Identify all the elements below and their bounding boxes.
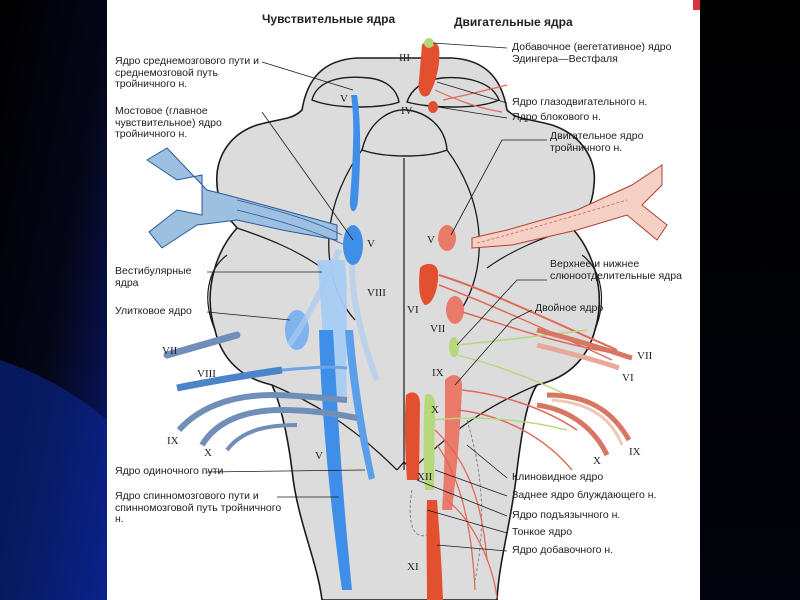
label-solitary-nucleus: Ядро одиночного пути [115,466,223,478]
facial-nucleus [446,296,464,324]
label-trigeminal-motor-nucleus: Двигательное ядро тройничного н. [550,131,660,154]
roman-x-left: X [204,447,212,459]
label-salivatory-nuclei: Верхнее и нижнее слюноотделительные ядра [550,259,685,282]
hypoglossal-nucleus [405,392,420,480]
corner-bookmark-icon [693,0,700,10]
roman-iii: III [399,52,410,64]
roman-v-pons-left: V [367,238,375,250]
label-vagus-dorsal-nucleus: Заднее ядро блуждающего н. [512,490,656,502]
salivatory-nuclei [449,337,459,357]
roman-iv: IV [401,105,413,117]
label-trochlear-nucleus: Ядро блокового н. [512,112,601,124]
label-midbrain-tract-nucleus: Ядро среднемозгового пути и среднемозгов… [115,56,265,91]
roman-ix-left: IX [167,435,179,447]
roman-viii-left: VIII [197,368,216,380]
heading-sensory-nuclei: Чувствительные ядра [262,14,395,26]
roman-vii-left: VII [162,345,177,357]
pontine-nucleus [343,225,363,265]
label-accessory-nucleus: Ядро добавочного н. [512,545,613,557]
roman-x-center: X [431,404,439,416]
label-pontine-nucleus: Мостовое (главное чувствительное) ядро т… [115,106,235,141]
trochlear-nucleus [428,101,438,113]
label-hypoglossal-nucleus: Ядро подъязычного н. [512,510,620,522]
label-gracile-nucleus: Тонкое ядро [512,527,572,539]
label-edinger-westphal-nucleus: Добавочное (вегетативное) ядро Эдингера—… [512,42,692,65]
trigeminal-motor-nucleus [438,225,456,251]
roman-x-right: X [593,455,601,467]
roman-xi-center: XI [407,561,419,573]
roman-vii-right: VII [637,350,652,362]
roman-viii-center: VIII [367,287,386,299]
label-spinal-trigeminal-nucleus: Ядро спинномозгового пути и спинномозгов… [115,491,285,526]
roman-vi-right: VI [622,372,634,384]
label-oculomotor-nucleus: Ядро глазодвигательного н. [512,97,647,109]
heading-motor-nuclei: Двигательные ядра [454,17,573,29]
label-nucleus-ambiguus: Двойное ядро [535,303,603,315]
roman-vi-center: VI [407,304,419,316]
label-cuneate-nucleus: Клиновидное ядро [512,472,603,484]
roman-xii-center: XII [417,471,432,483]
roman-v-spinal: V [315,450,323,462]
roman-v-midbrain: V [340,93,348,105]
brainstem-diagram: Чувствительные ядра Двигательные ядра Яд… [107,0,700,600]
label-cochlear-nucleus: Улитковое ядро [115,306,192,318]
label-vestibular-nuclei: Вестибулярные ядра [115,266,195,289]
edinger-westphal [424,38,434,48]
roman-ix-right: IX [629,446,641,458]
roman-vii-center: VII [430,323,445,335]
roman-ix-center: IX [432,367,444,379]
roman-v-pons-right: V [427,234,435,246]
